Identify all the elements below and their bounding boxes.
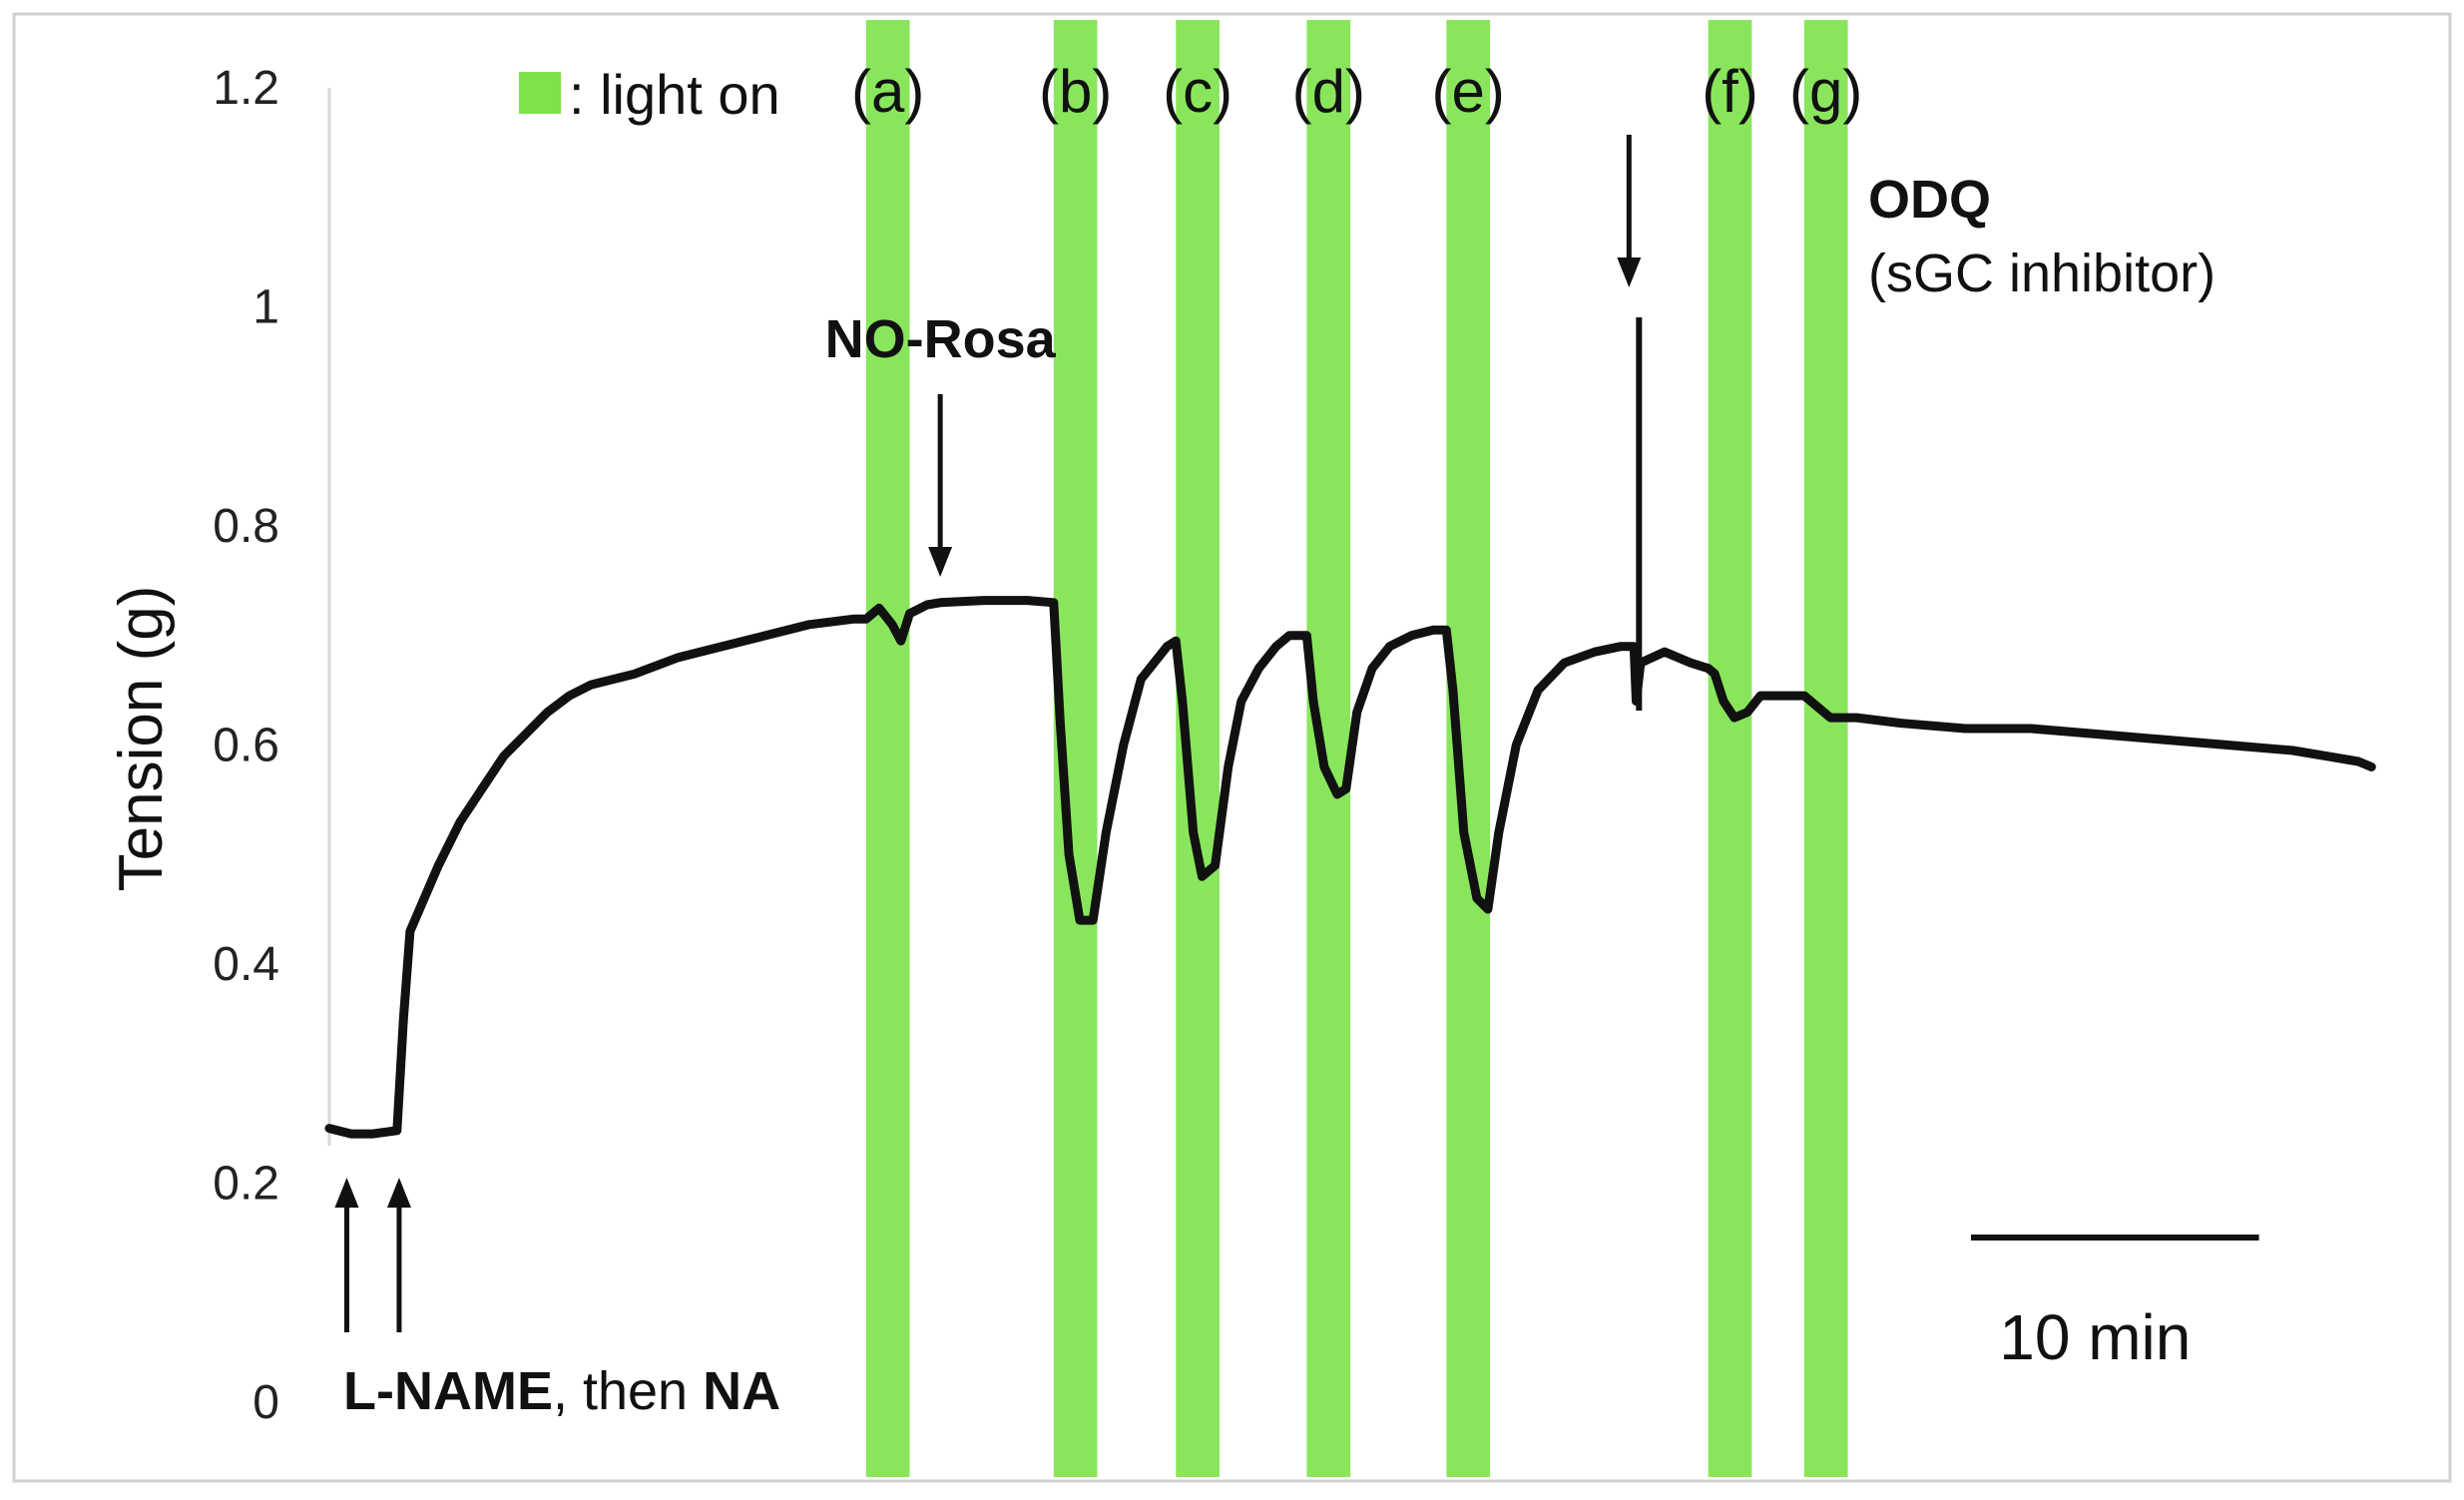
odq-label: ODQ — [1868, 170, 1991, 230]
legend-swatch — [519, 72, 561, 114]
y-tick-label: 1 — [252, 281, 279, 334]
scale-bar-label: 10 min — [1999, 1301, 2191, 1373]
l-name-label: L-NAME, then NA — [343, 1361, 780, 1421]
light-band-label: (g) — [1789, 58, 1862, 125]
y-axis-label: Tension (g) — [107, 586, 176, 892]
light-band-label: (b) — [1039, 58, 1112, 125]
light-band — [1803, 20, 1848, 1477]
na-bold: NA — [703, 1361, 780, 1421]
light-band-label: (d) — [1292, 58, 1365, 125]
legend-text: : light on — [569, 63, 780, 126]
light-band — [865, 20, 910, 1477]
odq-arrow-head — [1617, 257, 1642, 287]
light-band-label: (c) — [1163, 58, 1232, 125]
light-band-label: (a) — [851, 58, 924, 125]
y-tick-label: 0.6 — [213, 720, 279, 772]
plot-frame — [12, 12, 2452, 1483]
l-name-arrow-head — [334, 1178, 359, 1208]
no-rosa-arrow-head — [928, 547, 953, 577]
no-rosa-label: NO-Rosa — [825, 309, 1057, 369]
light-band-label: (e) — [1432, 58, 1505, 125]
light-bands — [865, 20, 1848, 1477]
y-tick-label: 1.2 — [213, 62, 279, 115]
y-tick-label: 0.2 — [213, 1158, 279, 1211]
annotations: (a) (b) (c) (d) (e) (f) (g) — [334, 58, 1862, 1332]
tension-trace — [324, 596, 2376, 1139]
light-band — [1306, 20, 1351, 1477]
y-tick-label: 0 — [252, 1376, 279, 1429]
light-band-label: (f) — [1702, 58, 1758, 125]
odq-sublabel: (sGC inhibitor) — [1868, 244, 2216, 303]
y-ticks: 0 0.2 0.4 0.6 0.8 1 1.2 — [213, 62, 279, 1429]
trace — [324, 596, 2376, 1139]
na-arrow-head — [386, 1178, 411, 1208]
l-name-then: , then — [553, 1361, 703, 1421]
y-tick-label: 0.4 — [213, 938, 279, 991]
l-name-bold: L-NAME — [343, 1361, 553, 1421]
y-tick-label: 0.8 — [213, 500, 279, 553]
light-band — [1708, 20, 1752, 1477]
